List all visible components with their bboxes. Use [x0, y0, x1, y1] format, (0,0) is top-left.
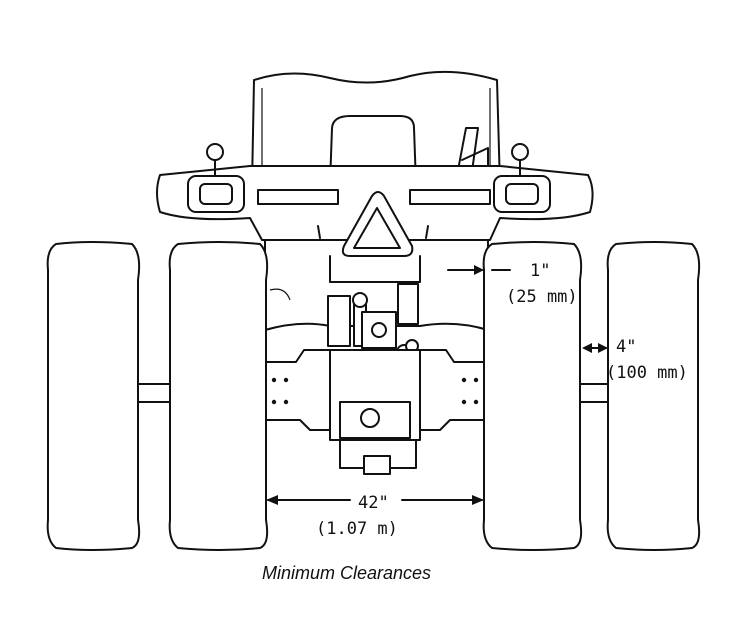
right-light [493, 143, 551, 213]
left-inner-tire [168, 241, 269, 551]
dual-gap-imperial: 4" [616, 337, 636, 357]
dimension-dual-gap: 4" (100 mm) [582, 337, 688, 383]
right-outer-tire [606, 241, 701, 551]
track-gap-metric: (1.07 m) [316, 519, 398, 539]
dimension-track-gap: 42" (1.07 m) [266, 493, 484, 539]
left-outer-tire [46, 241, 141, 551]
dimension-inner-gap: 1" (25 mm) [447, 261, 578, 307]
right-inner-tire [482, 241, 583, 551]
left-light [187, 143, 245, 213]
differential [329, 349, 421, 475]
dual-gap-metric: (100 mm) [606, 363, 688, 383]
axle-shafts [137, 383, 613, 403]
smv-emblem [317, 191, 429, 257]
track-gap-imperial: 42" [358, 493, 389, 513]
figure-caption: Minimum Clearances [262, 563, 431, 583]
inner-gap-metric: (25 mm) [506, 287, 578, 307]
inner-gap-imperial: 1" [530, 261, 550, 281]
